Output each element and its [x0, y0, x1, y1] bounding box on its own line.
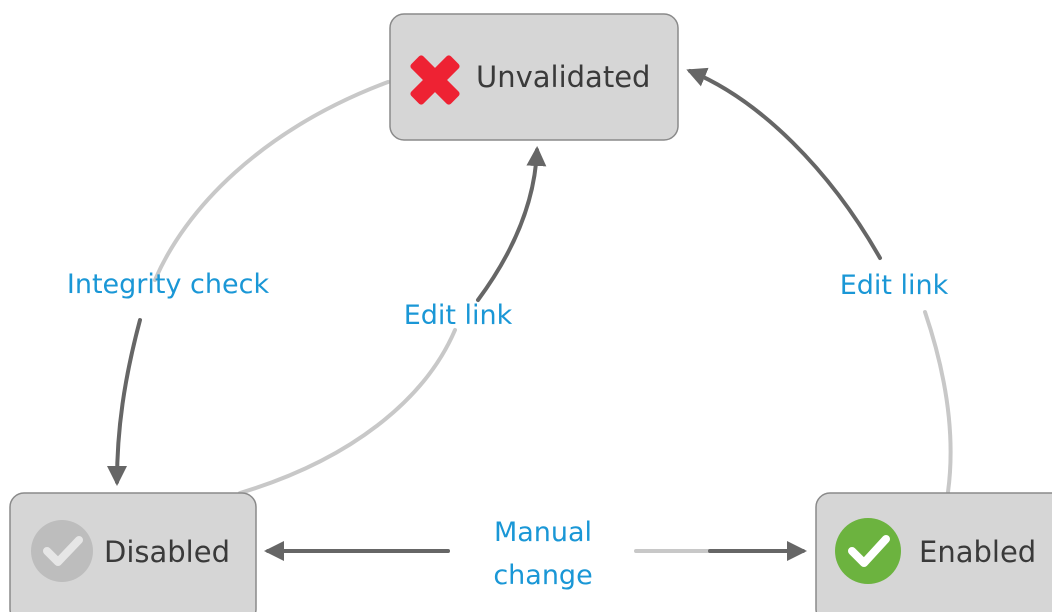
node-unvalidated: Unvalidated — [389, 13, 679, 141]
edge-label-edit-link-right: Edit link — [840, 270, 949, 301]
arrow-integrity-to-disabled — [107, 318, 142, 486]
edge-unvalidated-to-integrity — [153, 80, 390, 282]
node-enabled: Enabled — [815, 492, 1052, 612]
edge-enabled-to-edit-link-right — [923, 310, 953, 494]
gray-check-circle-icon — [31, 520, 93, 582]
node-disabled: Disabled — [9, 492, 257, 612]
node-disabled-label: Disabled — [104, 535, 230, 569]
arrow-edit-link-right-to-unvalidated — [686, 67, 882, 260]
green-check-circle-icon — [835, 518, 901, 584]
arrow-edit-link-left-to-unvalidated — [476, 146, 547, 302]
node-enabled-label: Enabled — [919, 535, 1036, 569]
edge-label-manual-change-line2: change — [493, 560, 592, 591]
node-unvalidated-label: Unvalidated — [476, 60, 650, 94]
edge-label-manual-change-line1: Manual — [494, 517, 592, 548]
edge-label-integrity-check: Integrity check — [67, 269, 270, 300]
edge-label-edit-link-left: Edit link — [404, 300, 513, 331]
edge-disabled-to-edit-link-left — [238, 328, 457, 495]
node-unvalidated-box — [389, 13, 679, 141]
red-x-icon — [410, 55, 460, 105]
